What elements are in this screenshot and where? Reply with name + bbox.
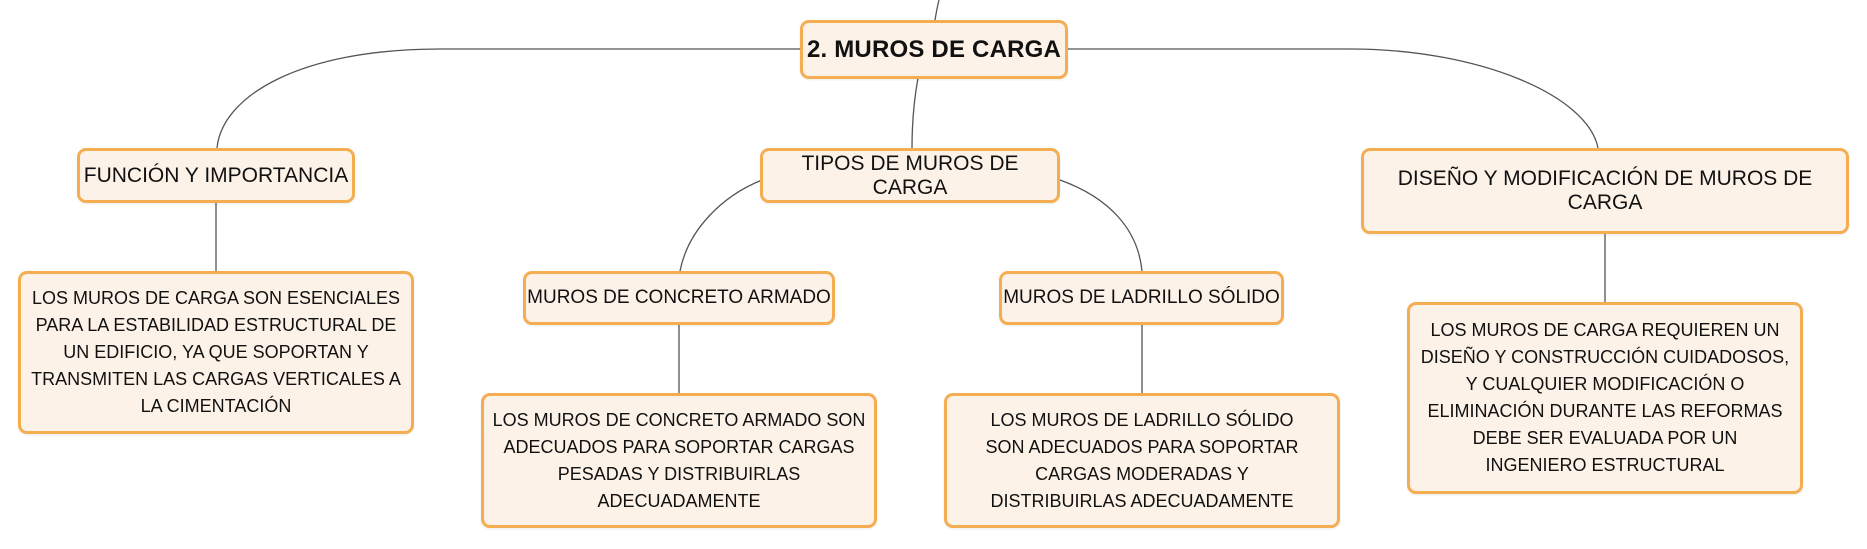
connector-root-to-funcion	[216, 48, 802, 149]
desc-ladrillo-text: LOS MUROS DE LADRILLO SÓLIDO SON ADECUAD…	[985, 409, 1299, 511]
connector-root-to-diseno	[1067, 48, 1599, 149]
node-ladrillo-solido[interactable]: MUROS DE LADRILLO SÓLIDO	[999, 271, 1284, 325]
desc-funcion-text: LOS MUROS DE CARGA SON ESENCIALES PARA L…	[31, 288, 401, 416]
desc-concreto[interactable]: LOS MUROS DE CONCRETO ARMADO SON ADECUAD…	[481, 393, 877, 528]
root-node[interactable]: 2. MUROS DE CARGA	[800, 20, 1068, 79]
desc-diseno-text: LOS MUROS DE CARGA REQUIEREN UN DISEÑO Y…	[1420, 320, 1790, 475]
node-concreto-armado[interactable]: MUROS DE CONCRETO ARMADO	[523, 271, 835, 325]
node-tipos-muros[interactable]: TIPOS DE MUROS DE CARGA	[760, 148, 1060, 203]
connector-parent-to-root	[934, 0, 940, 21]
desc-diseno[interactable]: LOS MUROS DE CARGA REQUIEREN UN DISEÑO Y…	[1407, 302, 1803, 494]
desc-ladrillo[interactable]: LOS MUROS DE LADRILLO SÓLIDO SON ADECUAD…	[944, 393, 1340, 528]
node-diseno-label: DISEÑO Y MODIFICACIÓN DE MUROS DE CARGA	[1397, 167, 1813, 214]
node-concreto-label: MUROS DE CONCRETO ARMADO	[527, 287, 831, 308]
desc-concreto-text: LOS MUROS DE CONCRETO ARMADO SON ADECUAD…	[492, 409, 866, 511]
node-diseno-modificacion[interactable]: DISEÑO Y MODIFICACIÓN DE MUROS DE CARGA	[1361, 148, 1849, 234]
node-funcion-label: FUNCIÓN Y IMPORTANCIA	[83, 163, 349, 187]
root-title: 2. MUROS DE CARGA	[806, 35, 1062, 63]
node-ladrillo-label: MUROS DE LADRILLO SÓLIDO	[1003, 287, 1280, 308]
node-funcion-importancia[interactable]: FUNCIÓN Y IMPORTANCIA	[77, 148, 355, 203]
connector-root-to-tipos	[911, 77, 919, 149]
desc-funcion[interactable]: LOS MUROS DE CARGA SON ESENCIALES PARA L…	[18, 271, 414, 434]
connector-tipos-to-ladrillo	[1059, 179, 1143, 272]
connector-tipos-to-concreto	[679, 179, 763, 272]
node-tipos-label: TIPOS DE MUROS DE CARGA	[801, 151, 1019, 199]
